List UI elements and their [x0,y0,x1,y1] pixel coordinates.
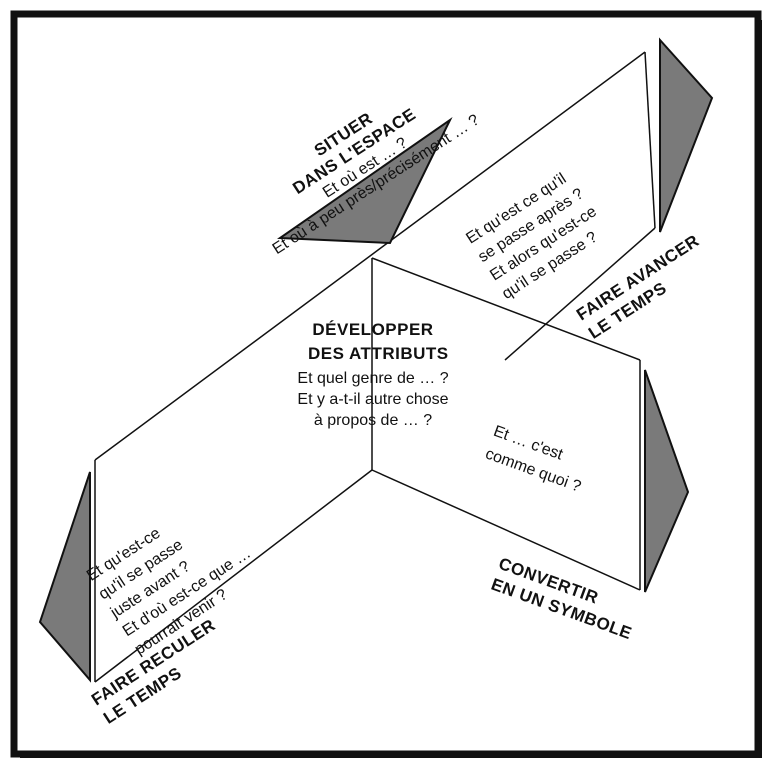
center-title-line-2: DES ATTRIBUTS [308,344,449,363]
center-title-line-1: DÉVELOPPER [312,320,434,339]
center-question: Et quel genre de … ? [297,370,449,387]
right-plane-bottom-edge [371,469,641,591]
center-questions: Et quel genre de … ? Et y a-t-il autre c… [283,368,463,431]
right-plane-top-edge [371,257,641,361]
back-plane-right-edge [644,51,656,229]
center-question: à propos de … ? [313,412,433,429]
backward-triangle [38,471,91,683]
center-question: Et y a-t-il autre chose [297,391,449,408]
forward-triangle [659,37,714,233]
planes [94,51,656,683]
space-triangle [277,116,453,245]
back-plane-bottom-edge [504,227,656,361]
center-title: DÉVELOPPER DES ATTRIBUTS [308,318,449,366]
symbol-triangle [644,369,690,593]
back-plane-top-edge [94,51,646,461]
front-plane-bottom-edge [94,469,373,683]
